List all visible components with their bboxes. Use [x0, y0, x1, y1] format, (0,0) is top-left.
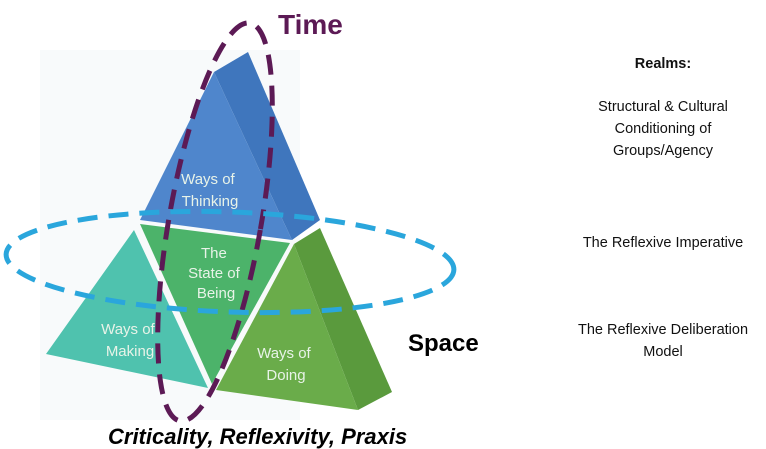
thinking-triangle	[140, 72, 292, 240]
making-triangle	[46, 230, 208, 388]
doing-label-line-2: Doing	[266, 367, 305, 384]
realm-structural-cultural: Structural & Cultural Conditioning of Gr…	[598, 99, 728, 159]
realms-title: Realms:	[634, 56, 692, 72]
doing-label-line-1: Ways of	[257, 345, 311, 362]
thinking-label-line-2: Thinking	[182, 193, 239, 210]
making-label-line-1: Ways of	[101, 321, 155, 338]
time-label: Time	[278, 9, 343, 40]
thinking-triangle-side	[214, 52, 320, 240]
being-label-line-2: State of	[188, 265, 241, 282]
time-ellipse	[155, 20, 275, 424]
thinking-label: Ways of Thinking	[181, 171, 239, 210]
being-label-line-3: Being	[197, 285, 235, 302]
realm-reflexive-deliberation: The Reflexive Deliberation Model	[577, 322, 749, 360]
caption: Criticality, Reflexivity, Praxis	[108, 424, 407, 449]
thinking-label-line-1: Ways of	[181, 171, 235, 188]
doing-triangle-side	[294, 228, 392, 410]
making-label-line-2: Making	[106, 343, 154, 360]
space-ellipse	[3, 208, 457, 316]
space-label: Space	[408, 330, 479, 357]
realm-reflexive-imperative: The Reflexive Imperative	[582, 235, 744, 251]
being-label: The State of Being	[188, 245, 244, 302]
doing-label: Ways of Doing	[257, 345, 315, 384]
reflexivity-diagram: Ways of Thinking The State of Being Ways…	[3, 9, 479, 449]
being-label-line-1: The	[201, 245, 227, 262]
making-label: Ways of Making	[101, 321, 159, 360]
doing-triangle	[216, 244, 358, 410]
